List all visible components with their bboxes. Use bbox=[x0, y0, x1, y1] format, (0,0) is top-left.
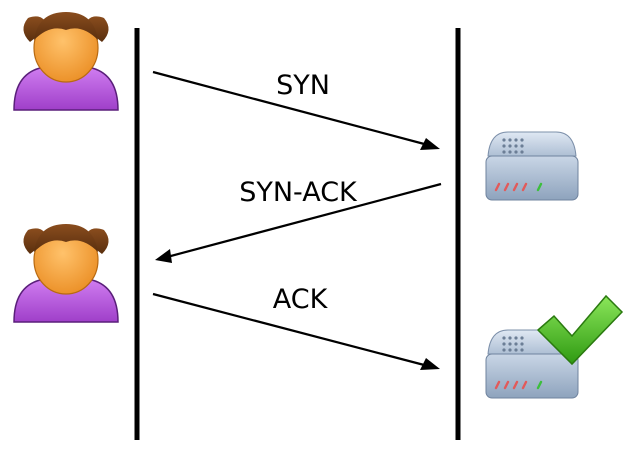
ack-label: ACK bbox=[273, 284, 329, 315]
syn-ack-label: SYN-ACK bbox=[239, 177, 358, 208]
ack-arrow bbox=[152, 292, 440, 370]
checkmark-icon bbox=[536, 294, 624, 366]
person-icon bbox=[13, 11, 119, 111]
server-icon bbox=[484, 130, 580, 202]
syn-label: SYN bbox=[276, 70, 330, 101]
person-icon bbox=[13, 223, 119, 323]
syn-ack-arrow bbox=[155, 182, 442, 263]
syn-arrow bbox=[152, 70, 440, 150]
